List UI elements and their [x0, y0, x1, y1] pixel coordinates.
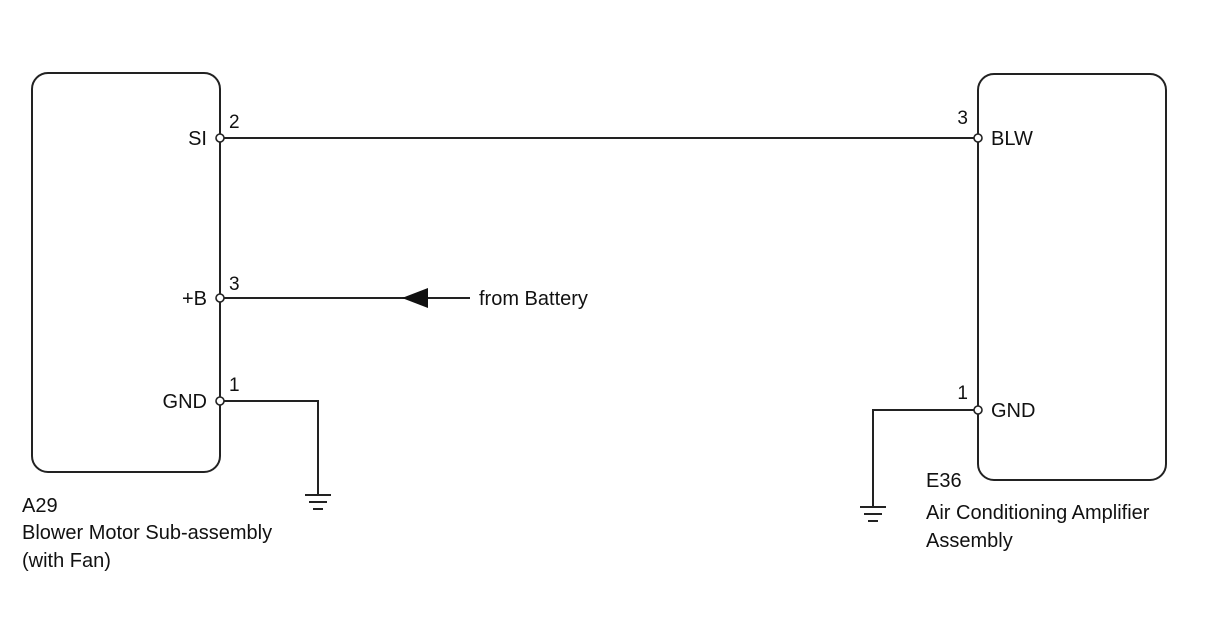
a29-si-pin-label: SI	[188, 128, 207, 150]
a29-si-pin-number: 2	[229, 112, 240, 133]
e36-ground-icon	[860, 506, 886, 522]
e36-ground-wire	[872, 409, 974, 507]
e36-component-code: E36	[926, 470, 962, 492]
a29-plus-b-terminal-icon	[215, 293, 225, 303]
a29-component-code: A29	[22, 495, 58, 517]
e36-component-name: Air Conditioning Amplifier	[926, 502, 1150, 524]
a29-gnd-pin-label: GND	[163, 391, 207, 413]
battery-label: from Battery	[479, 288, 588, 310]
a29-si-terminal-icon	[215, 133, 225, 143]
a29-ground-wire	[224, 400, 319, 495]
e36-gnd-pin-label: GND	[991, 400, 1035, 422]
e36-component-name-line2: Assembly	[926, 530, 1013, 552]
a29-gnd-terminal-icon	[215, 396, 225, 406]
e36-gnd-terminal-icon	[973, 405, 983, 415]
e36-component-box	[977, 73, 1167, 481]
e36-gnd-pin-number: 1	[957, 383, 968, 404]
a29-plus-b-pin-label: +B	[182, 288, 207, 310]
a29-plus-b-pin-number: 3	[229, 274, 240, 295]
a29-gnd-pin-number: 1	[229, 375, 240, 396]
e36-blw-pin-number: 3	[957, 108, 968, 129]
e36-blw-terminal-icon	[973, 133, 983, 143]
a29-component-box	[31, 72, 221, 473]
e36-blw-pin-label: BLW	[991, 128, 1033, 150]
battery-arrow-icon	[402, 288, 428, 308]
a29-ground-icon	[305, 494, 331, 510]
a29-component-name-line2: (with Fan)	[22, 550, 111, 572]
a29-component-name: Blower Motor Sub-assembly	[22, 522, 272, 544]
